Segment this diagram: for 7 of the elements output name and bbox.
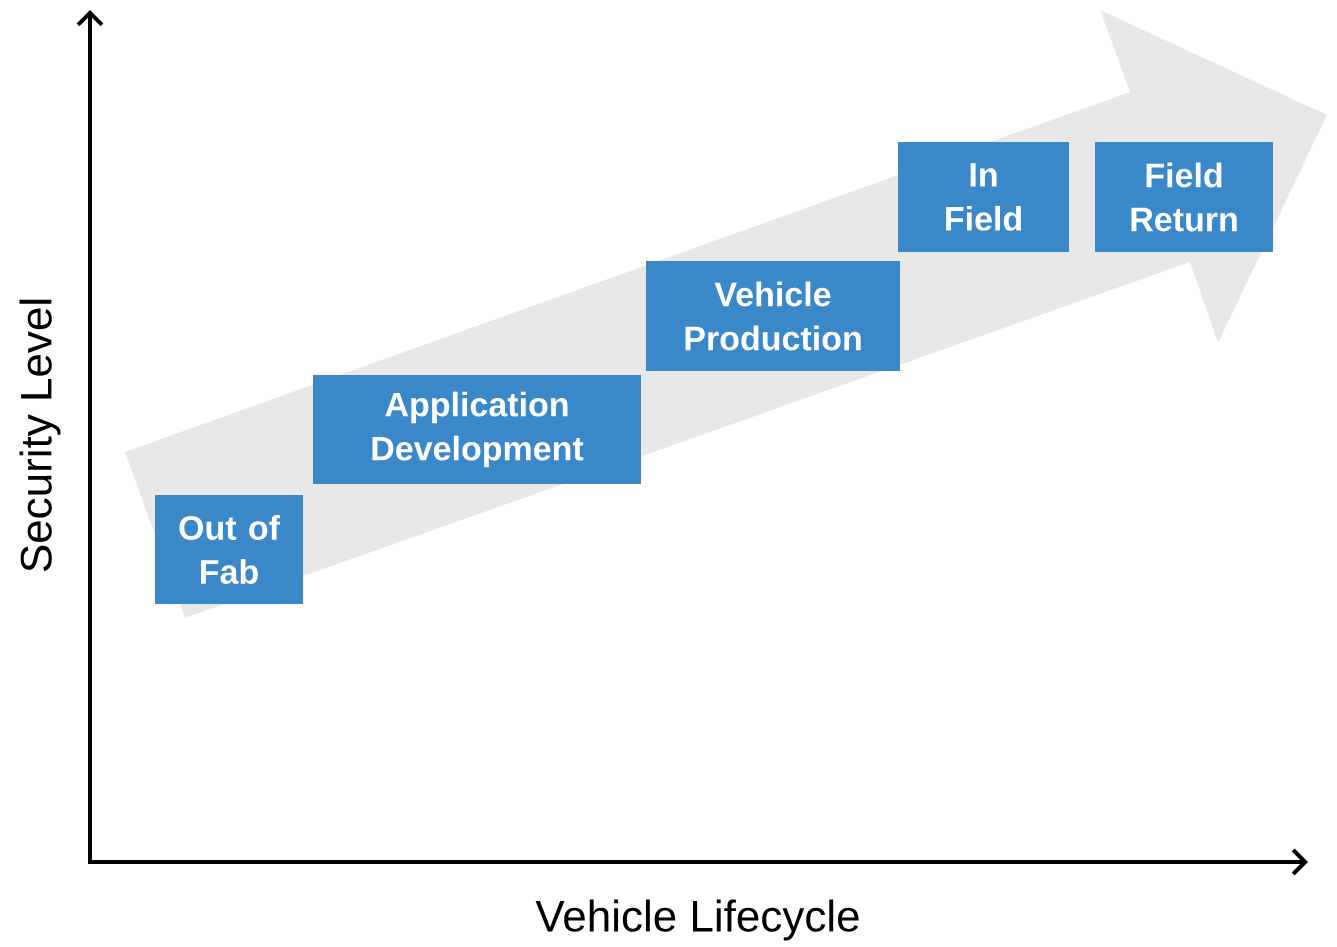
stage-box: Out of Fab [155,495,303,604]
axis-title: Security Level [19,299,61,572]
stage-box: Vehicle Production [646,261,900,371]
stage-box: Application Development [313,375,641,484]
stage-box: In Field [898,142,1069,252]
stage-box: Field Return [1095,142,1273,252]
axis-title: Vehicle Lifecycle [535,899,859,941]
